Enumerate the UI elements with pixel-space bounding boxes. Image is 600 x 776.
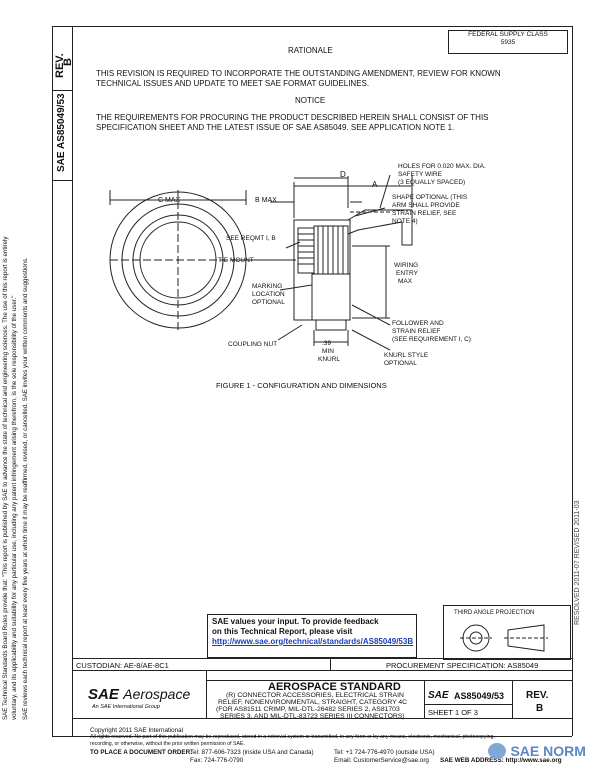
label-shape-2: ARM SHALL PROVIDE [392,202,460,209]
disclaimer-line-2: voluntary, and its applicability and sui… [11,295,18,720]
projection-box: THIRD ANGLE PROJECTION [443,605,571,660]
feedback-line-1: SAE values your input. To provide feedba… [212,617,379,626]
label-knurl-dim-3: KNURL [318,356,341,363]
figure-caption: FIGURE 1 - CONFIGURATION AND DIMENSIONS [216,381,387,390]
notice-text-2: SPECIFICATION SHEET AND THE LATEST ISSUE… [96,123,455,132]
watermark-logo: SAE NORM [488,742,586,760]
label-knurl-dim-2: MIN [322,348,334,355]
footer-tel: Tel: 877-606-7323 (inside USA and Canada… [190,749,314,756]
watermark-text: SAE NORM [510,742,586,759]
description-line-1: (R) CONNECTOR ACCESSORIES, ELECTRICAL ST… [226,692,404,699]
tb-rev-label: REV. [526,690,549,701]
label-holes-3: (3 EQUALLY SPACED) [398,179,466,186]
label-marking-3: OPTIONAL [252,299,285,306]
tb-title-line [206,680,572,681]
projection-label: THIRD ANGLE PROJECTION [454,610,535,616]
frame-top [52,26,572,27]
rationale-text-1: THIS REVISION IS REQUIRED TO INCORPORATE… [96,69,501,78]
label-marking-2: LOCATION [252,291,285,298]
rationale-title: RATIONALE [288,46,333,55]
fsc-stamp-line1: FEDERAL SUPPLY CLASS [468,31,548,38]
feedback-line-2: on this Technical Report, please visit [212,627,353,636]
watermark-icon [488,742,506,759]
sheet-number: SHEET 1 OF 3 [428,708,478,717]
footer-web: SAE WEB ADDRESS: http://www.sae.org [440,757,562,764]
tb-custodian-divider [72,670,572,671]
side-rev-value: B [62,58,74,66]
side-divider-1 [52,90,73,91]
tb-v1 [206,670,207,718]
projection-symbol [460,624,548,652]
tb-v2 [424,680,425,718]
label-b-max: B MAX [255,197,277,204]
frame-left-inner [72,26,73,736]
feedback-box: SAE values your input. To provide feedba… [207,614,417,658]
label-knurl-dim-1: .39 [322,340,332,347]
tb-title-bottom [72,718,572,719]
disclaimer-line-1: SAE Technical Standards Board Rules prov… [2,236,9,721]
side-divider-2 [52,180,73,181]
label-follower-3: (SEE REQUIREMENT I, C) [392,336,471,343]
procurement-spec: PROCUREMENT SPECIFICATION: AS85049 [386,661,539,670]
label-wiring-2: ENTRY [396,270,418,277]
notice-title: NOTICE [295,96,326,105]
frame-left [52,26,53,736]
footer-tel-intl: Tel: +1 724-776-4970 (outside USA) [334,749,435,756]
sae-aerospace-logo: SAE Aerospace An SAE International Group [88,686,190,710]
frame-bottom [52,736,572,737]
footer-order-label: TO PLACE A DOCUMENT ORDER: [90,749,193,756]
notice-text-1: THE REQUIREMENTS FOR PROCURING THE PRODU… [96,113,489,122]
label-shape-4: NOTE 4) [392,218,418,225]
standard-title: AEROSPACE STANDARD [268,681,401,693]
doc-number: AS85049/53 [454,691,505,701]
tb-sheet-line [424,704,512,705]
label-coupling-nut: COUPLING NUT [228,341,278,348]
feedback-link[interactable]: http://www.sae.org/technical/standards/A… [212,637,414,646]
tb-v3 [512,680,513,718]
footer-email: Email: CustomerService@sae.org [334,757,429,764]
label-c-max: C MAX [158,197,181,204]
right-vertical-revision: RESOLVED 2011-07 REVISED 2011-03 [574,500,581,625]
tb-rev-value: B [536,703,544,714]
footer-rights-2: recording, or otherwise, without the pri… [90,741,245,747]
frame-right [572,26,573,736]
footer-rights: All rights reserved. No part of this pub… [90,734,495,740]
label-marking-1: MARKING [252,283,283,290]
label-holes-1: HOLES FOR 0.020 MAX. DIA. [398,163,486,170]
fsc-stamp-line2: 5935 [500,39,516,46]
logo-sae: SAE [88,686,119,703]
label-follower-1: FOLLOWER AND [392,320,444,327]
label-wiring-3: MAX [398,278,413,285]
label-tie-mount: TIE MOUNT [218,257,254,264]
label-d: D [340,170,346,179]
rationale-text-2: TECHNICAL ISSUES AND UPDATE TO MEET SAE … [96,79,370,88]
footer-copyright: Copyright 2011 SAE International [90,727,183,734]
tb-top [72,658,572,659]
label-a: A [372,180,378,189]
description-line-2: RELIEF, NONENVIRONMENTAL, STRAIGHT, CATE… [218,699,408,706]
custodian: CUSTODIAN: AE-8/AE-8C1 [76,661,169,670]
label-holes-2: SAFETY WIRE [398,171,442,178]
tb-v-mid [330,658,331,670]
label-shape-3: STRAIN RELIEF, SEE [392,210,457,217]
description-line-4: SERIES 3, AND MIL-DTL-83723 SERIES III C… [220,713,405,720]
label-shape-1: SHAPE OPTIONAL (THIS [392,194,468,201]
label-wiring-1: WIRING [394,262,419,269]
logo-sub: An SAE International Group [92,704,160,710]
label-see-reqmt: SEE REQMT I, B [226,235,276,242]
description-line-3: (FOR AS81511 CRIMP, MIL-DTL-26482 SERIES… [216,706,400,713]
doc-sae: SAE [428,690,449,701]
label-follower-2: STRAIN RELIEF [392,328,441,335]
configuration-drawing [109,174,413,351]
disclaimer-line-3: SAE reviews each technical report at lea… [22,257,29,720]
label-knurl-style-1: KNURL STYLE [384,352,429,359]
label-knurl-style-2: OPTIONAL [384,360,417,367]
fsc-stamp: FEDERAL SUPPLY CLASS 5935 [448,30,568,54]
footer-fax: Fax: 724-776-0790 [190,757,244,764]
logo-aerospace: Aerospace [123,686,191,702]
side-doc-number: SAE AS85049/53 [56,93,67,172]
